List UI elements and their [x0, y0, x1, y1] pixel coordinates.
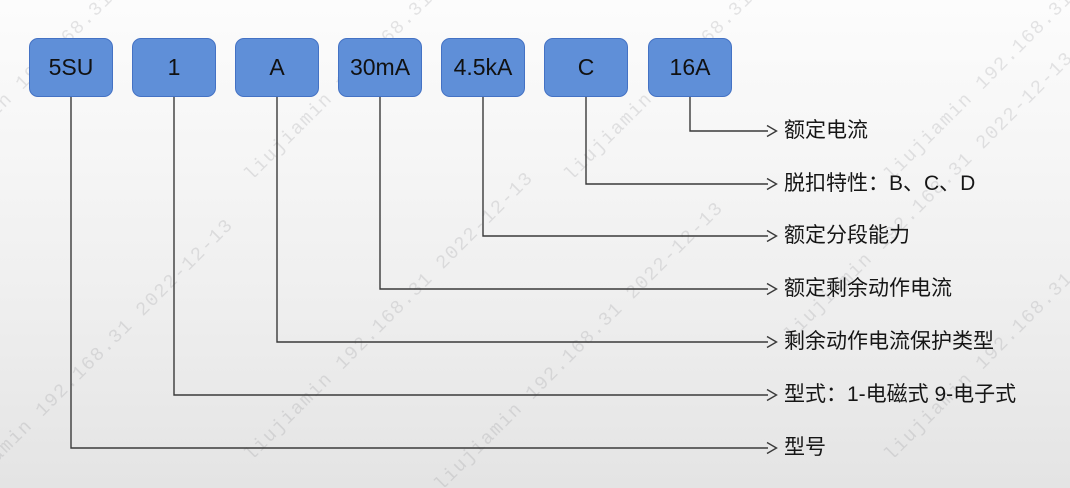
arrow-right-icon: [766, 124, 778, 138]
label-model: 型号: [784, 436, 826, 459]
code-box-model: 5SU: [29, 38, 113, 97]
connector-breaking-capacity: [482, 97, 768, 237]
code-box-trip-curve: C: [544, 38, 628, 97]
connector-type-style: [173, 97, 768, 396]
code-box-protection-class: A: [235, 38, 319, 97]
label-breaking-capacity: 额定分段能力: [784, 224, 910, 247]
connector-residual-current: [379, 97, 768, 290]
arrow-right-icon: [766, 282, 778, 296]
arrow-right-icon: [766, 335, 778, 349]
label-rated-current: 额定电流: [784, 119, 868, 142]
label-residual-current: 额定剩余动作电流: [784, 277, 952, 300]
connector-protection-type: [276, 97, 768, 343]
arrow-right-icon: [766, 229, 778, 243]
connector-trip-curve: [585, 97, 768, 185]
label-trip-characteristic: 脱扣特性：B、C、D: [784, 172, 976, 195]
arrow-right-icon: [766, 177, 778, 191]
label-type-style: 型式：1-电磁式 9-电子式: [784, 383, 1017, 406]
label-protection-type: 剩余动作电流保护类型: [784, 330, 994, 353]
code-box-breaking-capacity: 4.5kA: [441, 38, 525, 97]
connector-rated-current: [689, 97, 768, 132]
code-box-type: 1: [132, 38, 216, 97]
code-box-residual-current: 30mA: [338, 38, 422, 97]
arrow-right-icon: [766, 441, 778, 455]
connector-model: [70, 97, 768, 449]
arrow-right-icon: [766, 388, 778, 402]
code-box-rated-current: 16A: [648, 38, 732, 97]
